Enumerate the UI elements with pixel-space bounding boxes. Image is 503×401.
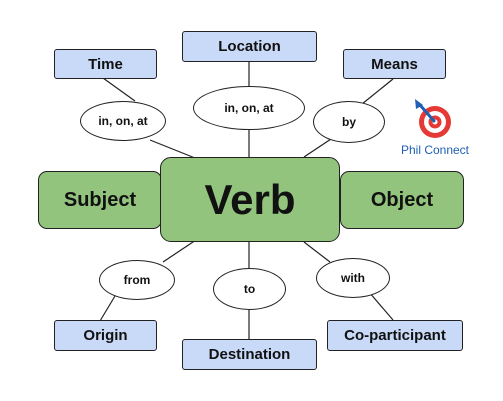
role-destination: Destination xyxy=(182,339,317,370)
preposition-co-participant: with xyxy=(316,258,390,298)
connector-cop xyxy=(368,291,394,321)
verb-node: Verb xyxy=(160,157,340,242)
connector-time xyxy=(102,77,136,102)
subject-node: Subject xyxy=(38,171,162,229)
connector-time-verb xyxy=(149,139,201,161)
connector-means xyxy=(361,78,394,105)
connector-means-verb xyxy=(303,136,335,158)
role-time: Time xyxy=(54,49,157,79)
preposition-time: in, on, at xyxy=(80,101,166,141)
role-co-participant: Co-participant xyxy=(327,320,463,351)
role-location: Location xyxy=(182,31,317,62)
preposition-destination: to xyxy=(213,268,286,310)
object-node: Object xyxy=(340,171,464,229)
logo-text: Phil Connect xyxy=(400,143,470,157)
preposition-means: by xyxy=(313,101,385,143)
preposition-origin: from xyxy=(99,260,175,300)
phil-connect-logo: Phil Connect xyxy=(395,96,475,166)
target-icon xyxy=(415,99,451,138)
role-origin: Origin xyxy=(54,320,157,351)
connector-origin-verb xyxy=(162,239,197,263)
connector-origin xyxy=(99,295,116,322)
preposition-location: in, on, at xyxy=(193,86,305,130)
connector-cop-verb xyxy=(303,241,331,263)
role-means: Means xyxy=(343,49,446,79)
